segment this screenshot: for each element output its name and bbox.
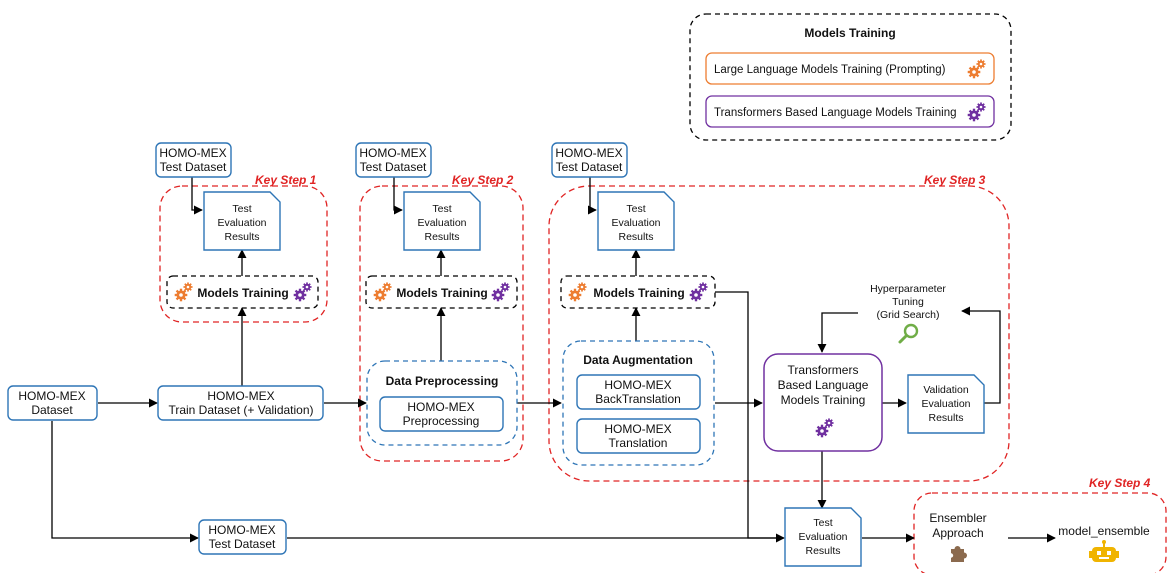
eval-1-line1: Test xyxy=(232,203,251,215)
test-dataset-node-bottom: HOMO-MEX Test Dataset xyxy=(198,519,287,555)
data-augmentation-group: Data Augmentation HOMO-MEX BackTranslati… xyxy=(562,340,715,466)
legend-llm-box xyxy=(705,52,995,85)
eval-final-line3: Results xyxy=(805,545,840,557)
legend: Models Training Large Language Models Tr… xyxy=(689,13,1012,141)
legend-title: Models Training xyxy=(804,26,895,40)
train-line2: Train Dataset (+ Validation) xyxy=(168,403,313,417)
key-step-3-frame xyxy=(548,185,1010,482)
eval-2-line3: Results xyxy=(424,231,459,243)
models-training-label-1: Models Training xyxy=(197,286,288,300)
eval-1-line2: Evaluation xyxy=(217,217,266,229)
eval-1-line3: Results xyxy=(224,231,259,243)
models-training-box-2: Models Training xyxy=(365,275,518,309)
key-step-1-label: Key Step 1 xyxy=(255,173,317,187)
hyperparameter-line2: Tuning xyxy=(892,296,924,308)
data-augmentation-title: Data Augmentation xyxy=(583,353,693,367)
train-line1: HOMO-MEX xyxy=(207,389,274,403)
test-eval-doc-final: Test Evaluation Results xyxy=(784,507,862,567)
transformers-line3: Models Training xyxy=(781,393,866,407)
test-dataset-node-3: HOMO-MEX Test Dataset xyxy=(551,142,628,178)
puzzle-icon xyxy=(948,546,967,562)
validation-eval-doc: Validation Evaluation Results xyxy=(907,374,985,434)
models-training-box-1: Models Training xyxy=(166,275,319,309)
magnifier-icon xyxy=(898,323,919,344)
eval-final-line2: Evaluation xyxy=(798,531,847,543)
transformers-line1: Transformers xyxy=(788,363,859,377)
eval-2-line2: Evaluation xyxy=(417,217,466,229)
preprocessing-node xyxy=(379,396,504,432)
key-step-3-label: Key Step 3 xyxy=(924,173,986,187)
test-dataset-node-2: HOMO-MEX Test Dataset xyxy=(355,142,432,178)
validation-line3: Results xyxy=(928,412,963,424)
model-ensemble-node: model_ensemble xyxy=(1058,524,1150,562)
validation-line2: Evaluation xyxy=(921,398,970,410)
models-training-box-3: Models Training xyxy=(560,275,716,309)
key-step-4-label: Key Step 4 xyxy=(1089,476,1151,490)
test-eval-doc-1: Test Evaluation Results xyxy=(203,191,281,251)
connectors xyxy=(51,177,1056,543)
test-top-1-line2: Test Dataset xyxy=(160,160,227,174)
legend-tlm-box xyxy=(705,95,995,128)
key-step-1-frame xyxy=(159,185,328,323)
validation-line1: Validation xyxy=(923,384,968,396)
test-bottom-line2: Test Dataset xyxy=(209,537,276,551)
data-preprocessing-group: Data Preprocessing HOMO-MEX Preprocessin… xyxy=(366,360,518,446)
preprocessing-line2: Preprocessing xyxy=(403,414,480,428)
dataset-line1: HOMO-MEX xyxy=(18,389,85,403)
hyperparameter-line3: (Grid Search) xyxy=(876,309,939,321)
legend-llm-label: Large Language Models Training (Promptin… xyxy=(714,64,946,76)
transformers-line2: Based Language xyxy=(778,378,869,392)
eval-3-line1: Test xyxy=(626,203,645,215)
eval-2-line1: Test xyxy=(432,203,451,215)
test-bottom-line1: HOMO-MEX xyxy=(208,523,275,537)
dataset-line2: Dataset xyxy=(31,403,73,417)
translation-line2: Translation xyxy=(609,436,668,450)
dataset-node: HOMO-MEX Dataset xyxy=(7,385,98,421)
ensembler-line2: Approach xyxy=(932,526,983,540)
eval-final-line1: Test xyxy=(813,517,832,529)
translation-line1: HOMO-MEX xyxy=(604,422,671,436)
models-training-label-3: Models Training xyxy=(593,286,684,300)
preprocessing-line1: HOMO-MEX xyxy=(407,400,474,414)
model-ensemble-label: model_ensemble xyxy=(1058,524,1150,538)
eval-3-line3: Results xyxy=(618,231,653,243)
legend-tlm-label: Transformers Based Language Models Train… xyxy=(714,107,956,119)
hyperparameter-line1: Hyperparameter xyxy=(870,283,946,295)
test-top-1-line1: HOMO-MEX xyxy=(159,146,226,160)
test-top-3-line1: HOMO-MEX xyxy=(555,146,622,160)
test-eval-doc-3: Test Evaluation Results xyxy=(597,191,675,251)
train-dataset-node: HOMO-MEX Train Dataset (+ Validation) xyxy=(157,385,324,421)
translation-node xyxy=(576,418,701,454)
hyperparameter-node: Hyperparameter Tuning (Grid Search) xyxy=(870,283,946,344)
models-training-label-2: Models Training xyxy=(396,286,487,300)
robot-icon xyxy=(1089,540,1119,562)
test-top-3-line2: Test Dataset xyxy=(556,160,623,174)
data-preprocessing-title: Data Preprocessing xyxy=(386,374,499,388)
test-top-2-line1: HOMO-MEX xyxy=(359,146,426,160)
eval-3-line2: Evaluation xyxy=(611,217,660,229)
backtranslation-line1: HOMO-MEX xyxy=(604,378,671,392)
backtranslation-line2: BackTranslation xyxy=(595,392,681,406)
ensembler-line1: Ensembler xyxy=(929,511,986,525)
key-step-2-label: Key Step 2 xyxy=(452,173,514,187)
test-eval-doc-2: Test Evaluation Results xyxy=(403,191,481,251)
test-top-2-line2: Test Dataset xyxy=(360,160,427,174)
ensembler-node: Ensembler Approach xyxy=(929,511,987,562)
transformers-training-node: Transformers Based Language Models Train… xyxy=(763,353,883,452)
backtranslation-node xyxy=(576,374,701,410)
test-dataset-node-1: HOMO-MEX Test Dataset xyxy=(155,142,232,178)
